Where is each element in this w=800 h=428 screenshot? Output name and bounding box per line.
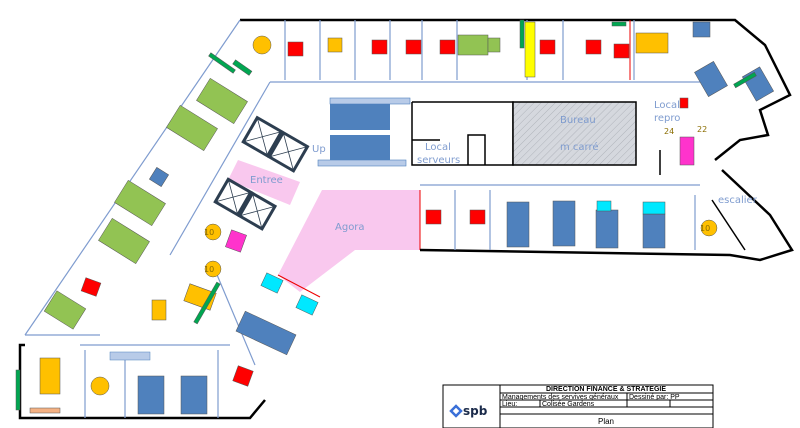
marker-24: 24: [664, 127, 674, 136]
spb-logo: spb: [449, 404, 488, 418]
title-text: DIRECTION FINANCE & STRATEGIE: [546, 386, 666, 393]
sanitary-area: [512, 101, 637, 166]
agora-area: [278, 190, 420, 292]
label-local-repro-2: repro: [654, 113, 680, 124]
plan-label: Plan: [598, 417, 614, 426]
stairs: [317, 97, 411, 167]
table-seats-2: 10: [204, 265, 214, 274]
location-value: Colisée Gardens: [542, 401, 595, 408]
title-block: spb DIRECTION FINANCE & STRATEGIE Manage…: [442, 384, 714, 428]
furniture: [15, 19, 775, 415]
svg-text:spb: spb: [463, 404, 488, 418]
label-local-serveurs-2: serveurs: [417, 155, 460, 166]
drawn-by-text: Dessiné par: PP: [629, 394, 680, 401]
walls: [18, 18, 794, 420]
label-escalier: escalier: [718, 195, 758, 206]
label-up: Up: [312, 144, 326, 155]
label-entree: Entree: [250, 175, 283, 186]
table-seats-1: 10: [204, 228, 214, 237]
entree-area: [228, 160, 300, 205]
label-local-repro-1: Local: [654, 100, 680, 111]
marker-22: 22: [697, 125, 707, 134]
table-seats-3: 10: [700, 224, 710, 233]
label-local-serveurs-1: Local: [425, 142, 451, 153]
department-text: Managements des servives généraux: [502, 394, 619, 401]
elevator-shafts: [213, 115, 310, 231]
label-m-carre: m carré: [560, 141, 599, 153]
label-agora: Agora: [335, 222, 365, 233]
label-bureau: Bureau: [560, 115, 596, 126]
location-label: Lieu:: [502, 401, 517, 408]
